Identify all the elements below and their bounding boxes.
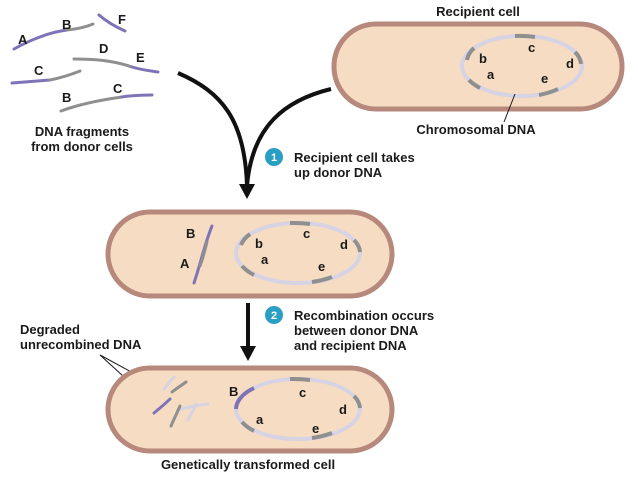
donor-fragment-ab-gray — [65, 22, 95, 32]
bottom-label-c: c — [299, 385, 306, 400]
middle-donor-label-b: B — [186, 226, 195, 241]
donor-fragments: A B F D E C B C DNA fragments from donor… — [10, 12, 160, 154]
degraded-caption-line1: Degraded — [20, 322, 80, 337]
step-2-arrow — [240, 303, 256, 361]
donor-caption-line1: DNA fragments — [35, 124, 129, 139]
recipient-cell-title: Recipient cell — [436, 4, 520, 19]
middle-gene-c — [289, 220, 311, 226]
fragment-label-b: B — [62, 17, 71, 32]
recipient-gene-b — [465, 46, 476, 61]
middle-gene-e — [311, 275, 333, 284]
donor-fragment-f — [97, 13, 127, 33]
fragment-label-c: C — [34, 63, 44, 78]
degraded-fragment-2 — [170, 380, 188, 394]
recipient-label-b: b — [479, 51, 487, 66]
middle-label-c: c — [303, 226, 310, 241]
recipient-gene-a — [467, 78, 481, 90]
step-1: 1 Recipient cell takes up donor DNA — [265, 148, 415, 180]
middle-label-b: b — [255, 236, 263, 251]
chromosome-caption: Chromosomal DNA — [416, 122, 536, 137]
fragment-label-f: F — [118, 12, 126, 27]
step-2-number: 2 — [271, 310, 277, 322]
chromosome-pointer-line — [503, 93, 516, 123]
donor-fragment-c-gray — [48, 69, 82, 82]
donor-fragment-bc — [59, 95, 124, 113]
donor-fragment-ab — [12, 28, 69, 51]
recipient-cell-body — [331, 21, 625, 112]
bottom-gene-a — [240, 420, 255, 433]
middle-label-a: a — [261, 252, 269, 267]
bottom-cell: Degraded unrecombined DNA B c d a e Gene… — [20, 322, 395, 472]
degraded-caption-line2: unrecombined DNA — [20, 337, 142, 352]
middle-gene-d — [352, 238, 362, 253]
bottom-gene-d — [352, 394, 362, 409]
donor-caption-line2: from donor cells — [31, 139, 133, 154]
middle-label-e: e — [318, 259, 325, 274]
degraded-fragment-4 — [176, 402, 210, 412]
recipient-label-c: c — [528, 40, 535, 55]
step-1-line1: Recipient cell takes — [294, 150, 415, 165]
donor-fragment-bc-purple — [120, 93, 154, 99]
step-2-line2: between donor DNA — [294, 323, 419, 338]
bottom-label-a: a — [256, 412, 264, 427]
recipient-gene-c — [514, 33, 536, 39]
fragment-label-e: E — [136, 50, 145, 65]
step-1-badge — [265, 148, 283, 166]
bottom-cell-caption: Genetically transformed cell — [161, 457, 335, 472]
donor-fragment-de-purple — [130, 65, 160, 74]
step-2: 2 Recombination occurs between donor DNA… — [265, 306, 434, 353]
middle-cell: B A b c d a e — [105, 209, 395, 299]
middle-gene-b — [239, 232, 252, 246]
bottom-gene-c — [289, 376, 311, 382]
recipient-label-d: d — [566, 56, 574, 71]
bottom-label-d: d — [339, 402, 347, 417]
fragment-label-c2: C — [113, 81, 123, 96]
middle-donor-label-a: A — [180, 256, 190, 271]
step-1-arrow — [177, 71, 332, 199]
degraded-fragment-3 — [162, 375, 176, 391]
donor-fragment-de — [72, 57, 134, 69]
step-2-line1: Recombination occurs — [294, 308, 434, 323]
middle-gene-a — [240, 264, 255, 277]
step-1-number: 1 — [271, 152, 277, 164]
donor-fragment-c — [10, 78, 52, 85]
bottom-label-b: B — [229, 384, 238, 399]
degraded-fragment-1 — [152, 397, 172, 415]
step-2-badge — [265, 306, 283, 324]
fragment-label-d: D — [99, 41, 108, 56]
recipient-label-e: e — [541, 71, 548, 86]
step-2-line3: and recipient DNA — [294, 338, 407, 353]
recipient-label-a: a — [487, 67, 495, 82]
middle-donor-fragment-gray — [198, 240, 209, 268]
degraded-fragment-6 — [186, 402, 198, 422]
recipient-gene-e — [538, 87, 559, 97]
degraded-fragment-5 — [169, 404, 182, 428]
middle-label-d: d — [340, 237, 348, 252]
fragment-label-a: A — [18, 32, 28, 47]
bottom-gene-e — [311, 431, 333, 440]
step-1-line2: up donor DNA — [294, 165, 383, 180]
bottom-cell-body — [105, 365, 395, 454]
bottom-recombined-segment — [234, 386, 255, 410]
fragment-label-b2: B — [62, 90, 71, 105]
recipient-cell: Recipient cell b c d a e Chromosomal DNA — [331, 4, 625, 137]
bottom-label-e: e — [312, 421, 319, 436]
middle-cell-body — [105, 209, 395, 299]
recipient-gene-d — [573, 50, 583, 65]
